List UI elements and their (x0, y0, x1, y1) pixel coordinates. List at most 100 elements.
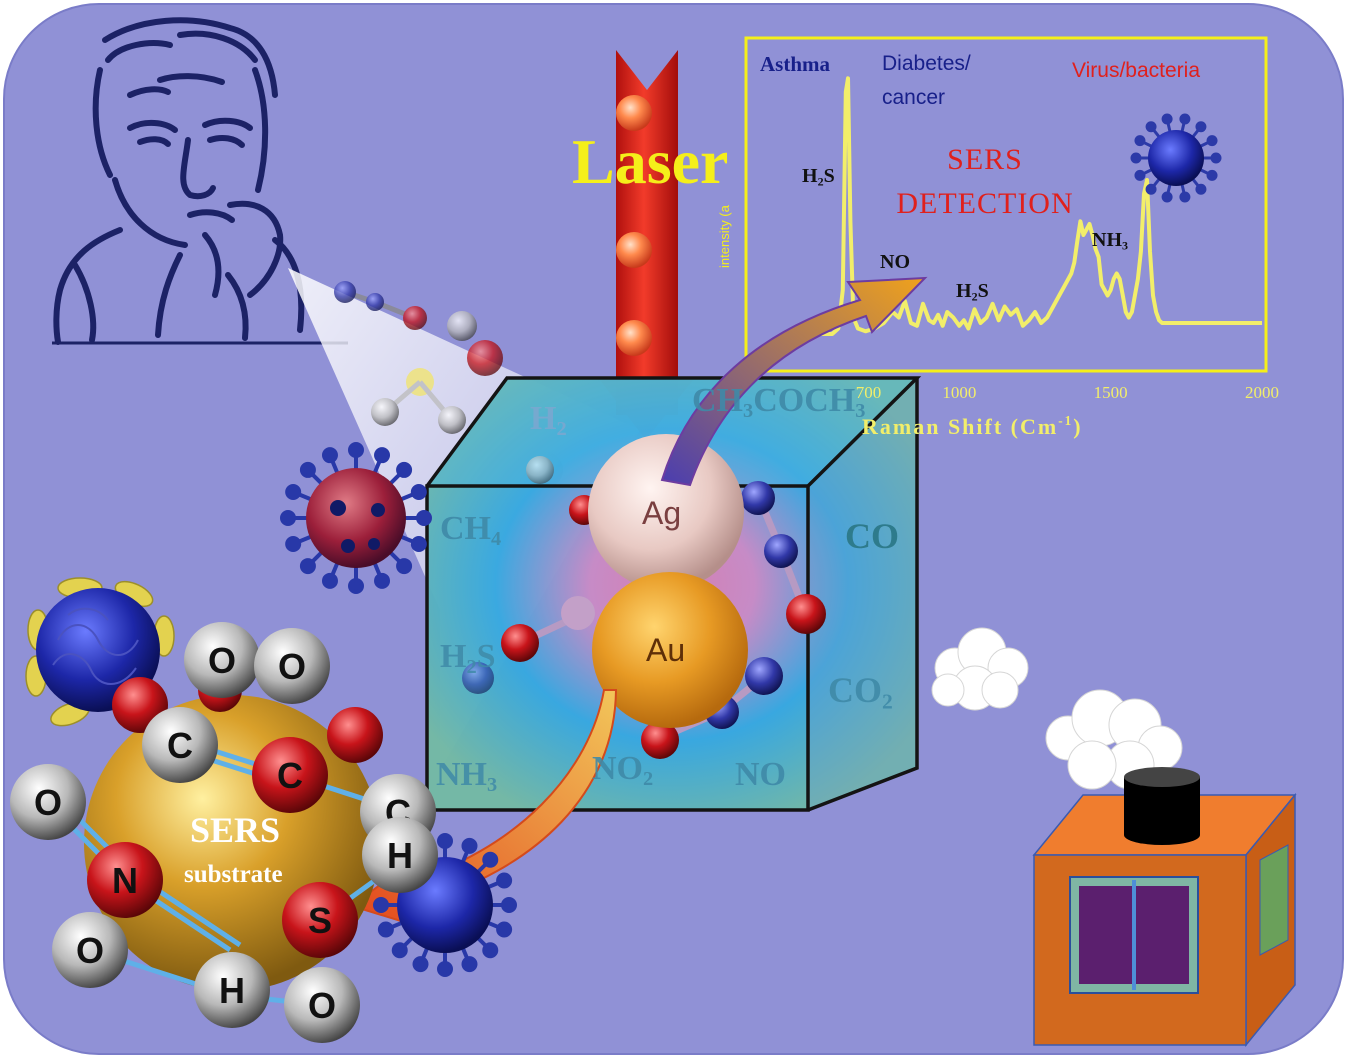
peak-label-nh3: NH3 (1092, 229, 1128, 253)
atom (184, 622, 260, 698)
x-tick-label: 700 (856, 383, 882, 402)
gas-label-h2s: H2S (440, 638, 496, 679)
factory-building (1032, 767, 1297, 1048)
ag-nanoparticle (588, 434, 744, 590)
chart-xlabel-main: Raman Shift (Cm (862, 414, 1059, 440)
virus-spike-knob (285, 536, 302, 553)
virus-spike-knob (437, 961, 453, 977)
virus-spike-knob (348, 442, 364, 458)
atom-letter: C (167, 725, 193, 766)
virus-spike-knob (373, 897, 389, 913)
virus-spike-knob (1195, 183, 1207, 195)
virus-spike-knob (461, 837, 478, 854)
virus-spike-knob (396, 558, 413, 575)
substrate-label-sers: SERS (190, 810, 281, 850)
substrate-label-substrate: substrate (184, 861, 283, 888)
chart-label-diabetes: Diabetes/ (882, 52, 971, 75)
gas-label-h2: H2 (530, 400, 567, 441)
atom (327, 707, 383, 763)
gas-label-no: NO (735, 756, 786, 793)
virus-spike-knob (280, 510, 296, 526)
au-label: Au (646, 632, 686, 668)
virus-spike-knob (1145, 121, 1157, 133)
atom-letter: H (387, 835, 413, 876)
virus-spike-knob (321, 447, 338, 464)
atom (252, 737, 328, 813)
chart-xlabel-sup: -1 (1058, 413, 1074, 428)
atom-letter: N (112, 860, 138, 901)
atom-letter: O (208, 640, 236, 681)
chart-ylabel: intensity (a (717, 205, 732, 268)
atom (362, 817, 438, 893)
au-nanoparticle (592, 572, 748, 728)
laser-label: Laser (572, 126, 729, 197)
gas-label-ch4: CH4 (440, 510, 502, 551)
peak-label-no: NO (880, 251, 910, 273)
gas-label-co2: CO2 (828, 670, 893, 714)
virus-spike-knob (396, 461, 413, 478)
atom (87, 842, 163, 918)
x-tick-label: 2000 (1245, 383, 1279, 402)
virus-spike-knob (482, 942, 499, 959)
virus-spike-knob (391, 942, 408, 959)
atom-letter: S (308, 900, 332, 941)
virus-spike-knob (1210, 152, 1222, 164)
x-tick-label: 1500 (1094, 383, 1128, 402)
atom (282, 882, 358, 958)
chart-label-virus: Virus/bacteria (1072, 59, 1201, 82)
atom (52, 912, 128, 988)
virus-red (280, 442, 432, 594)
atom (10, 764, 86, 840)
chart-label-cancer: cancer (882, 86, 946, 109)
atom-letter: C (277, 755, 303, 796)
cloud-small (931, 627, 1029, 711)
chart-frame (744, 36, 1268, 373)
virus-spike-knob (410, 536, 427, 553)
virus-spike-knob (1195, 121, 1207, 133)
peak-label-h2s-b: H2S (956, 280, 989, 304)
virus-spike-knob (1161, 191, 1173, 203)
virus-spike-knob (299, 461, 316, 478)
virus-spike-knob (1179, 191, 1191, 203)
virus-spike-knob (374, 572, 391, 589)
virus-spike-knob (1179, 113, 1191, 125)
atom-letter: O (278, 646, 306, 687)
virus-spike-knob (496, 921, 513, 938)
atom (254, 628, 330, 704)
gas-label-ch3coch3: CH3COCH3 (692, 382, 866, 423)
virus-spike-knob (321, 572, 338, 589)
atom-letter: O (34, 782, 62, 823)
virus-spike-knob (1206, 169, 1218, 181)
virus-chart-icon (1130, 113, 1222, 203)
atom-letter: H (219, 970, 245, 1011)
virus-spike-knob (1206, 135, 1218, 147)
virus-spike-knob (461, 956, 478, 973)
chart-label-asthma: Asthma (760, 52, 831, 76)
x-tick-label: 1000 (942, 383, 976, 402)
virus-spike-knob (348, 578, 364, 594)
atom (142, 707, 218, 783)
virus-spike-knob (416, 510, 432, 526)
gas-label-nh3: NH3 (436, 756, 498, 797)
virus-spike-knob (285, 483, 302, 500)
atom-letter: O (308, 985, 336, 1026)
virus-spike-knob (1134, 169, 1146, 181)
atom-letter: O (76, 930, 104, 971)
virus-spike-knob (377, 921, 394, 938)
virus-spike-knob (1134, 135, 1146, 147)
gas-label-co: CO (845, 516, 899, 556)
virus-spike-knob (1130, 152, 1142, 164)
signal-arrow (660, 276, 928, 487)
virus-spike-knob (299, 558, 316, 575)
chart-xlabel: Raman Shift (Cm-1) (862, 414, 1083, 438)
virus-spike-knob (437, 833, 453, 849)
virus-spike-knob (412, 956, 429, 973)
gas-label-no2: NO2 (592, 750, 654, 791)
virus-spike-knob (496, 872, 513, 889)
virus-spike-knob (482, 851, 499, 868)
virus-spike-knob (1145, 183, 1157, 195)
ag-label: Ag (642, 495, 682, 531)
peak-label-h2s-a: H2S (802, 165, 835, 189)
